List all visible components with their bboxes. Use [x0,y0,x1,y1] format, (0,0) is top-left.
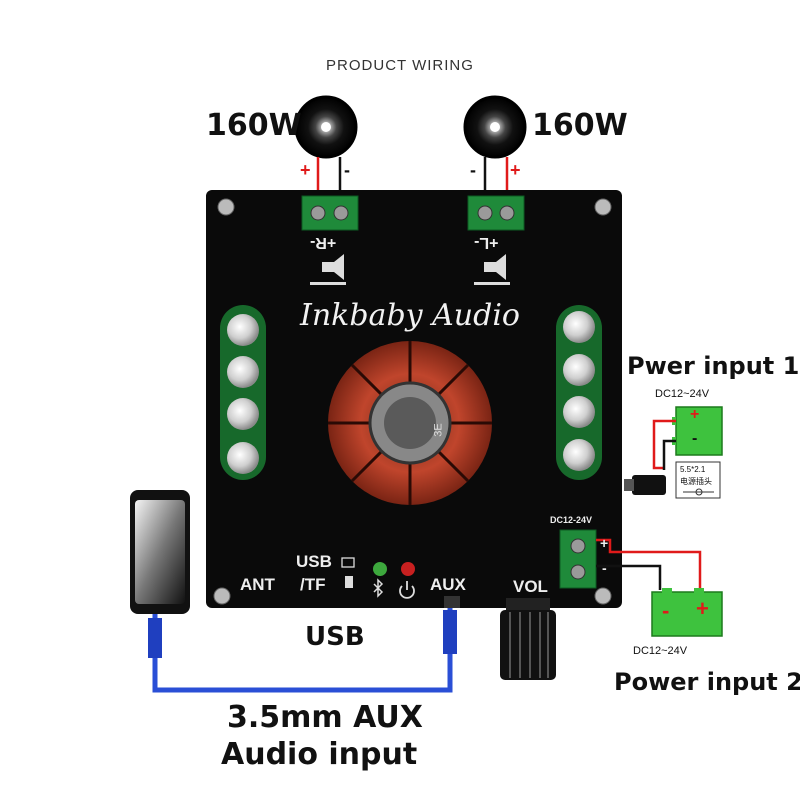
aux-cable [152,608,453,693]
power-input-2-voltage: DC12~24V [633,645,688,657]
brand-logo: Inkbaby Audio [300,298,520,333]
power-input-1-title: Pwer input 1 [627,352,800,380]
right-minus-sign: - [344,160,350,180]
usb-caption: USB [305,622,365,652]
power2-minus-wire [596,564,662,590]
dc-polarity-icon [683,488,714,496]
battery-2-minus: - [662,598,670,623]
power-input-2-title: Power input 2 [614,668,800,696]
right-speaker-icon [294,95,358,159]
right-plus-sign: + [300,160,311,180]
battery-2-plus: + [696,596,709,621]
capacitor-icon [227,311,595,474]
cable-plug-left [148,618,162,658]
plug-name: 电源插头 [680,477,712,486]
usb-icon [341,557,355,568]
aux-jack [444,596,460,608]
tf-card-icon [345,576,353,588]
tf-port-label: /TF [300,575,326,594]
left-terminal-block [467,195,525,231]
power1-plus-wire [652,419,676,470]
right-speaker-power: 160W [206,108,302,143]
heatsink-mark: 3E [432,423,445,437]
dc-plus-sign: + [600,535,609,551]
usb-port-label: USB [296,552,332,571]
battery-1-minus: - [692,430,698,447]
dc-board-label: DC12-24V [550,515,593,525]
power1-minus-wire [662,439,676,470]
power-input-1-voltage: DC12~24V [655,388,710,400]
aux-input-line1: 3.5mm AUX [227,700,423,735]
left-plus-sign: + [510,160,521,180]
ant-label: ANT [240,575,275,594]
cable-plug-right [443,610,457,654]
left-speaker-icon [463,95,527,159]
bluetooth-icon [373,578,384,598]
power-led-icon [401,562,415,576]
bluetooth-led-icon [373,562,387,576]
right-terminal-block [301,195,359,231]
left-capacitor-rail [220,305,266,480]
battery-2-icon [651,588,723,637]
aux-port-label: AUX [430,575,466,594]
diagram-title: PRODUCT WIRING [326,57,474,74]
right-capacitor-rail [556,305,602,480]
volume-label: VOL [513,577,548,596]
battery-1-plus: + [690,406,700,423]
speaker-silkscreen-icon [310,254,510,285]
left-speaker-power: 160W [532,108,628,143]
heatsink-icon [328,341,492,505]
dc-terminal-block [559,529,597,589]
dc-minus-sign: - [602,560,607,576]
plug-size: 5.5*2.1 [680,465,706,474]
power2-plus-wire [596,538,702,590]
right-terminal-label: +R- [310,234,337,251]
screw-icon [213,198,612,605]
left-minus-sign: - [470,160,476,180]
volume-knob [500,598,556,680]
battery-1-icon [672,406,723,456]
power-icon [399,581,415,599]
aux-input-line2: Audio input [221,737,418,772]
dc-plug-icon [624,475,666,495]
left-terminal-label: +L- [474,234,499,251]
smartphone-icon [130,490,190,614]
